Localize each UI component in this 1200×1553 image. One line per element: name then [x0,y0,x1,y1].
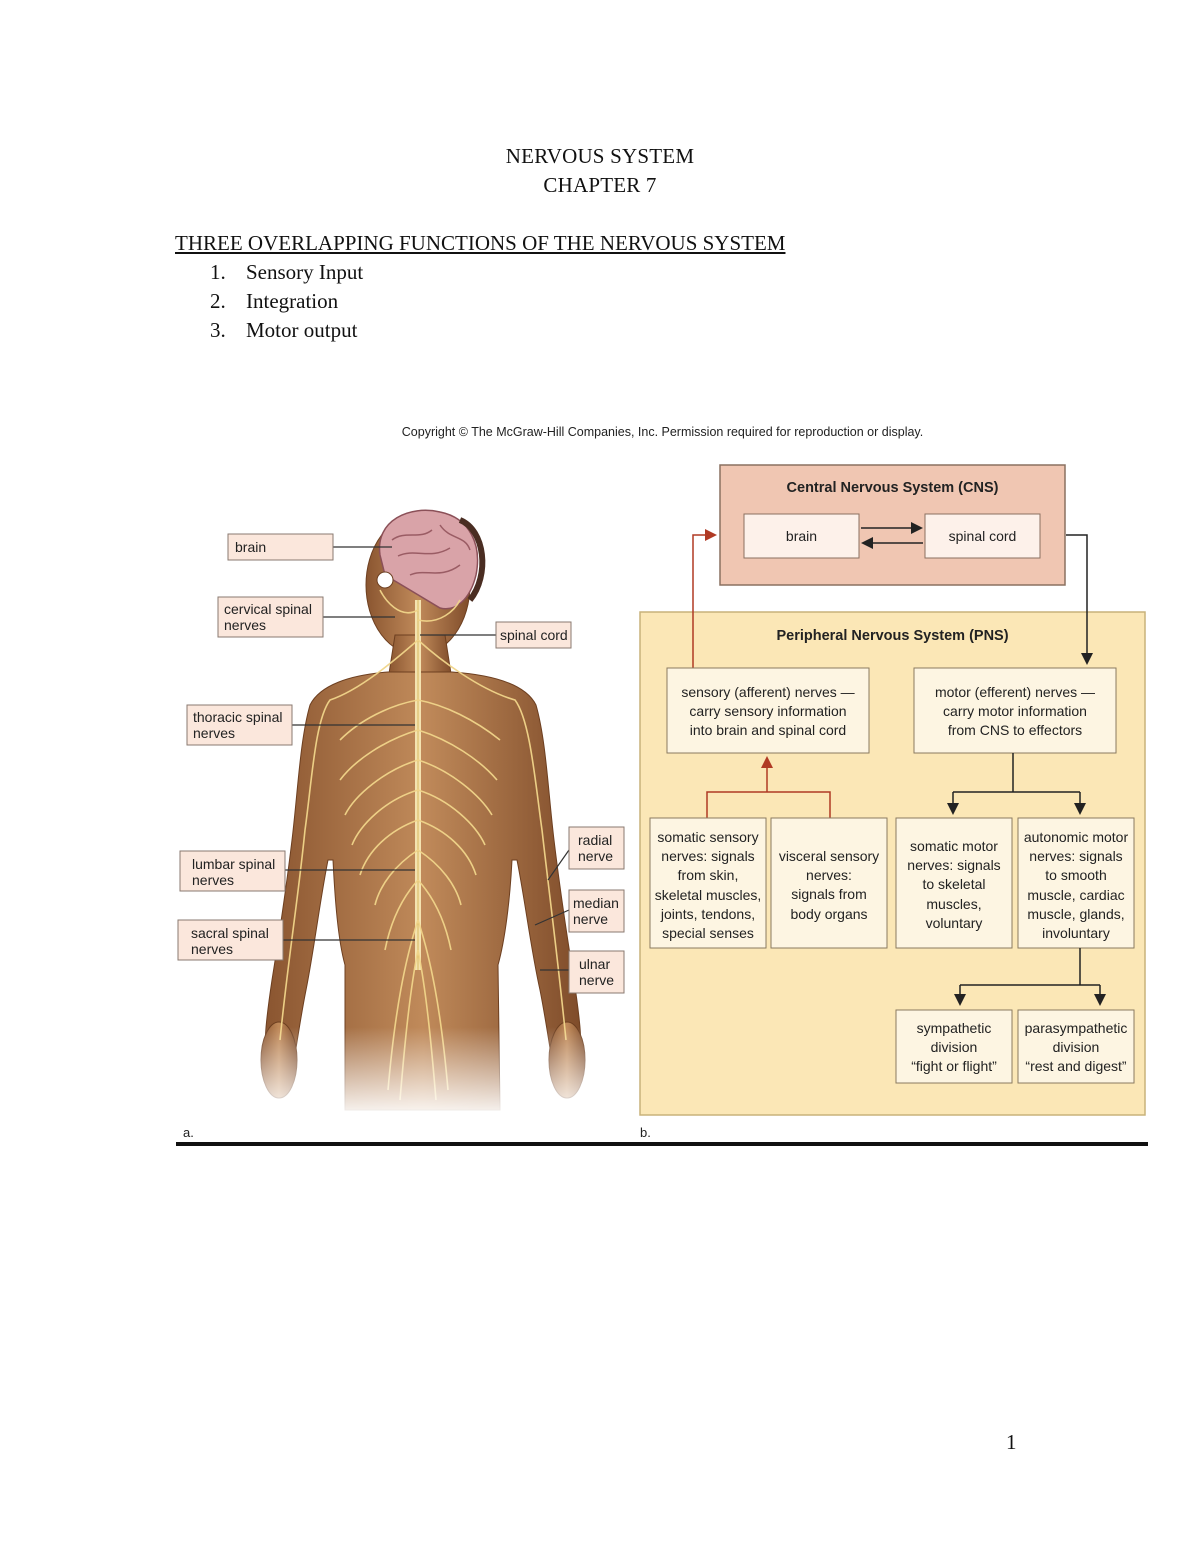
figure-copyright: Copyright © The McGraw-Hill Companies, I… [401,425,924,439]
text-line: from CNS to effectors [947,722,1083,738]
text-line: special senses [662,925,754,942]
panel-b-letter: b. [640,1125,651,1140]
cns-spinal-cord-label: spinal cord [948,528,1017,544]
label-line: nerves [191,941,234,957]
label-spinal-cord: spinal cord [500,627,568,643]
list-text: Sensory Input [246,260,364,284]
cns-spinal-cord-box [924,513,1041,559]
text-line: nerves: signals [661,848,755,865]
label-line: nerve [578,848,614,864]
parasympathetic-text: parasympathetic division “rest and diges… [1018,1019,1134,1077]
somatic-sensory-box [649,817,767,949]
panel-a-letter: a. [183,1125,194,1140]
list-text: Integration [246,289,339,313]
label-leaders [283,546,570,971]
text-line: nerves: signals [907,857,1001,874]
list-item: 3. Motor output [210,318,357,343]
text-line: signals from [791,886,867,903]
autonomic-motor-box [1017,817,1135,949]
label-line: nerves [193,725,236,741]
list-number: 1. [210,260,226,284]
text-line: division [930,1039,978,1056]
label-line: cervical spinal [224,601,312,617]
text-line: carry motor information [943,703,1087,719]
cns-brain-label: brain [785,528,818,544]
text-line: body organs [790,905,868,922]
label-line: thoracic spinal [193,709,283,725]
label-line: nerve [579,972,615,988]
visceral-sensory-box [770,817,888,949]
pns-title: Peripheral Nervous System (PNS) [776,628,1009,644]
list-item: 2. Integration [210,289,338,314]
text-line: visceral sensory [778,848,880,864]
label-ulnar-nerve: ulnar nerve [579,956,614,988]
chapter-label: CHAPTER 7 [543,173,657,197]
somatic-motor-box [895,817,1013,949]
text-line: somatic sensory [657,829,759,845]
label-line: ulnar [579,956,611,972]
parasympathetic-box [1017,1009,1135,1084]
text-line: voluntary [925,914,983,931]
label-line: nerves [224,617,267,633]
text-line: from skin, [677,867,739,884]
text-line: “fight or flight” [911,1058,997,1075]
label-lumbar-spinal-nerves: lumbar spinal nerves [192,856,275,888]
text-line: “rest and digest” [1025,1058,1127,1075]
figure-bottom-rule [176,1142,1148,1146]
text-line: involuntary [1042,925,1110,942]
text-line: muscle, cardiac [1027,886,1125,903]
label-median-nerve: median nerve [573,895,619,927]
sensory-nerves-box [666,667,870,754]
section-heading: THREE OVERLAPPING FUNCTIONS OF THE NERVO… [175,231,786,255]
text-line: autonomic motor [1023,829,1129,845]
label-line: lumbar spinal [192,856,276,872]
list-number: 2. [210,289,226,313]
autonomic-motor-text: autonomic motor nerves: signals to smoot… [1018,828,1134,943]
text-line: parasympathetic [1024,1020,1128,1036]
motor-nerves-box [913,667,1117,754]
list-item: 1. Sensory Input [210,260,363,285]
sensory-nerves-text: sensory (afferent) nerves — carry sensor… [667,683,869,740]
label-radial-nerve: radial nerve [578,832,613,864]
label-boxes [177,533,625,994]
visceral-sensory-text: visceral sensory nerves: signals from bo… [771,847,887,924]
page-number: 1 [1006,1430,1017,1454]
label-cervical-spinal-nerves: cervical spinal nerves [224,601,312,633]
somatic-sensory-text: somatic sensory nerves: signals from ski… [650,828,766,943]
text-line: carry sensory information [689,703,847,719]
list-number: 3. [210,318,226,342]
text-line: motor (efferent) nerves — [934,684,1096,700]
text-line: division [1052,1039,1100,1056]
label-thoracic-spinal-nerves: thoracic spinal nerves [193,709,283,741]
label-line: nerve [573,911,609,927]
text-line: somatic motor [910,838,998,854]
text-line: joints, tendons, [660,905,756,922]
label-line: sacral spinal [191,925,269,941]
label-line: median [573,895,619,911]
sympathetic-box [895,1009,1013,1084]
sympathetic-text: sympathetic division “fight or flight” [896,1019,1012,1077]
text-line: into brain and spinal cord [689,722,847,738]
cns-title: Central Nervous System (CNS) [786,480,999,496]
text-line: nerves: signals [1029,848,1123,865]
text-line: skeletal muscles, [654,886,762,903]
motor-nerves-text: motor (efferent) nerves — carry motor in… [914,683,1116,740]
label-brain: brain [235,539,267,555]
text-line: muscle, glands, [1027,905,1125,922]
label-line: radial [578,832,613,848]
label-sacral-spinal-nerves: sacral spinal nerves [191,925,269,957]
text-line: to skeletal [922,876,986,893]
label-line: nerves [192,872,235,888]
text-line: sensory (afferent) nerves — [681,684,855,700]
cns-brain-box [743,513,860,559]
text-line: nerves: [806,867,852,884]
list-text: Motor output [246,318,358,342]
text-line: sympathetic [916,1020,992,1036]
text-line: to smooth [1045,867,1107,884]
title: NERVOUS SYSTEM [505,144,695,168]
somatic-motor-text: somatic motor nerves: signals to skeleta… [896,837,1012,933]
text-line: muscles, [926,895,982,912]
